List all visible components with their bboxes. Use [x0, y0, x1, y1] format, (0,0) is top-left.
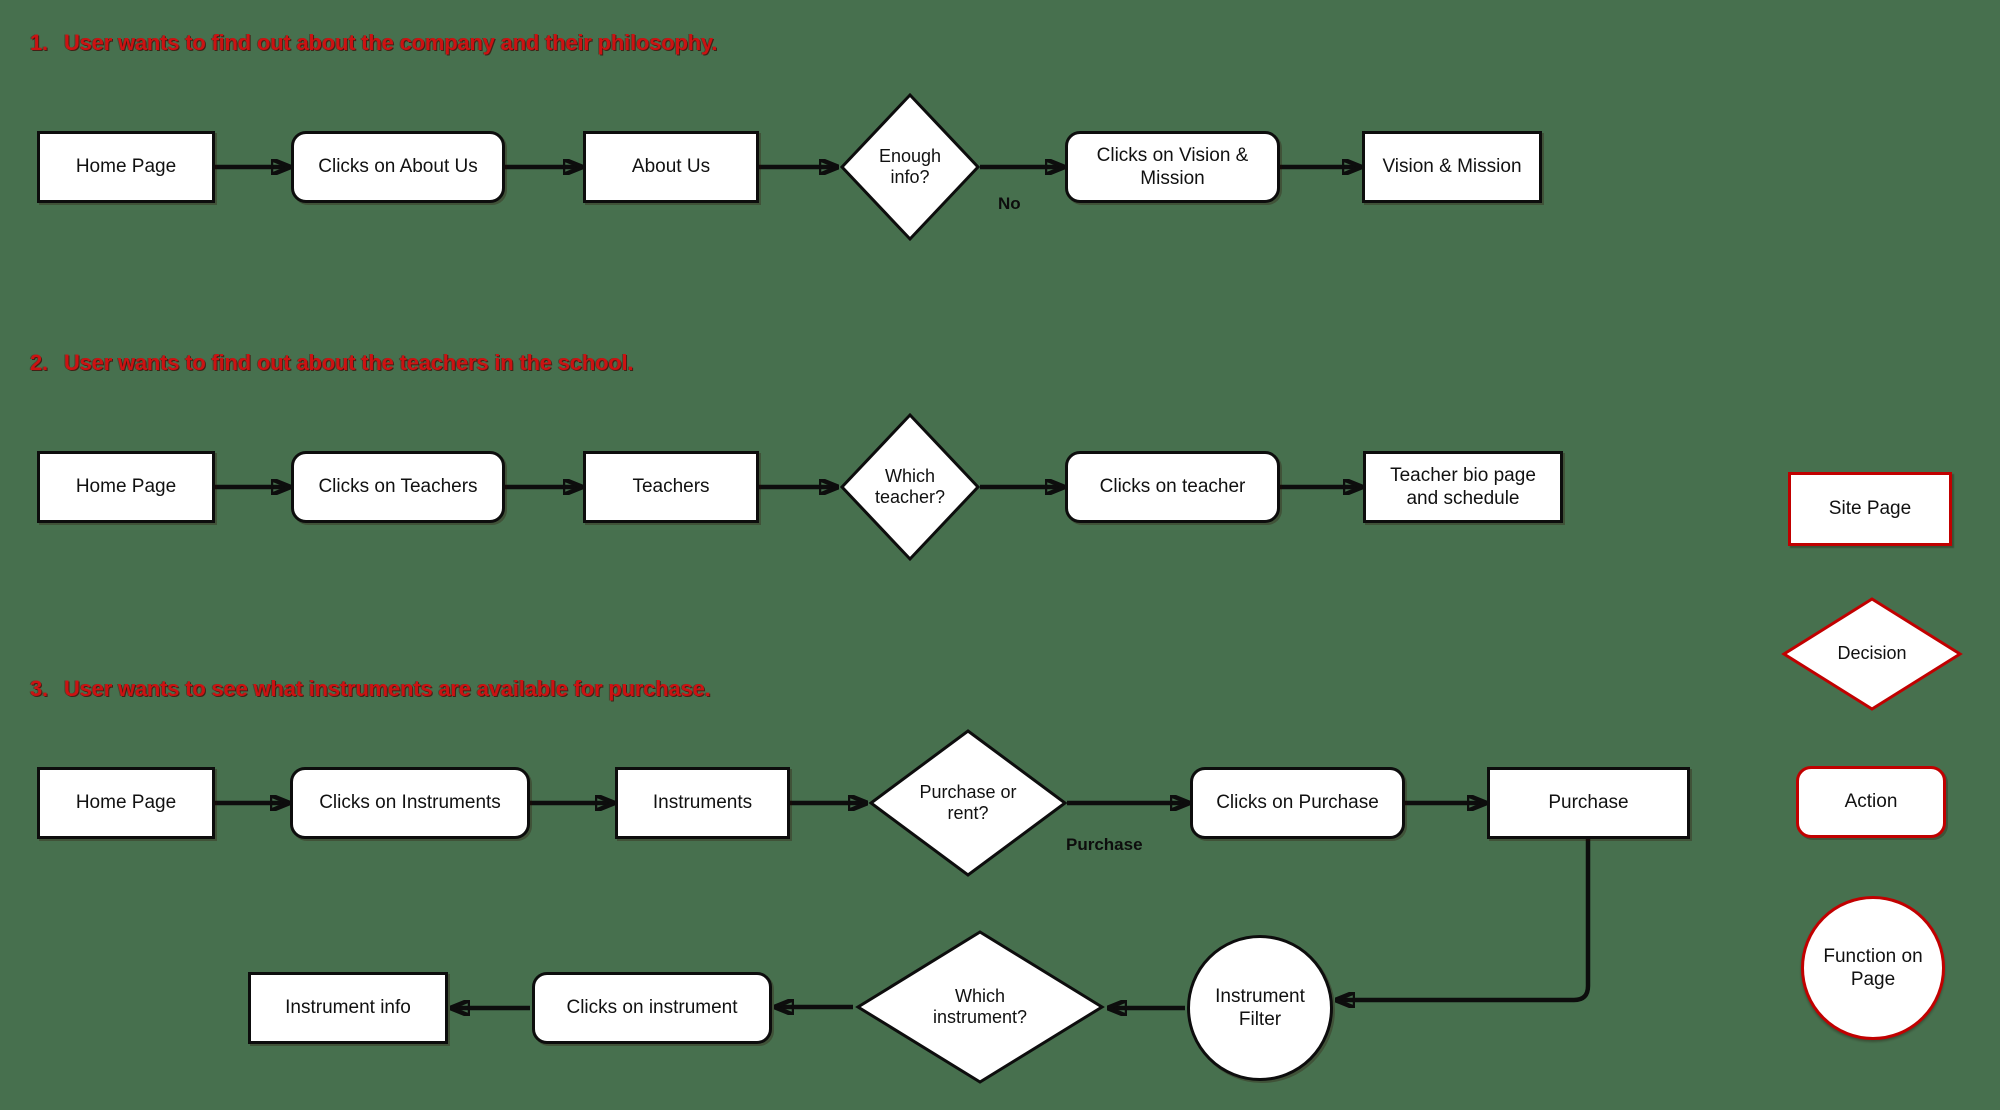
node-clicks-on-instruments: Clicks on Instruments — [290, 767, 530, 839]
node-instrument-info: Instrument info — [248, 972, 448, 1044]
legend-site-page: Site Page — [1788, 472, 1952, 546]
node-clicks-on-teachers: Clicks on Teachers — [291, 451, 505, 523]
node-clicks-on-vision-mission: Clicks on Vision & Mission — [1065, 131, 1280, 203]
node-about-us: About Us — [583, 131, 759, 203]
node-vision-mission: Vision & Mission — [1362, 131, 1542, 203]
decision-purchase-or-rent-label: Purchase or rent? — [919, 781, 1017, 823]
flow3-heading: 3. User wants to see what instruments are… — [30, 676, 711, 702]
decision-which-teacher-label: Which teacher? — [874, 465, 946, 507]
flow3-heading-number: 3. — [30, 676, 48, 701]
flow2-heading-text: User wants to find out about the teacher… — [63, 350, 634, 375]
node-teacher-bio-page: Teacher bio page and schedule — [1363, 451, 1563, 523]
node-teachers: Teachers — [583, 451, 759, 523]
diamond-shape — [868, 729, 1068, 877]
flow3-heading-text: User wants to see what instruments are a… — [63, 676, 711, 701]
node-clicks-on-purchase: Clicks on Purchase — [1190, 767, 1405, 839]
flow2-heading: 2. User wants to find out about the teach… — [30, 350, 634, 376]
flow1-heading-text: User wants to find out about the company… — [63, 30, 718, 55]
edge-label-no: No — [998, 194, 1021, 213]
decision-which-instrument: Which instrument? — [855, 929, 1105, 1085]
decision-purchase-or-rent: Purchase or rent? — [868, 728, 1068, 878]
node-clicks-on-about-us: Clicks on About Us — [291, 131, 505, 203]
decision-which-teacher: Which teacher? — [839, 412, 981, 562]
diamond-shape — [855, 930, 1105, 1084]
decision-enough-info: Enough info? — [839, 92, 981, 242]
legend-function-on-page: Function on Page — [1801, 896, 1945, 1040]
decision-which-instrument-label: Which instrument? — [932, 985, 1028, 1027]
node-home-page-2: Home Page — [37, 451, 215, 523]
node-home-page-3: Home Page — [37, 767, 215, 839]
node-clicks-on-teacher: Clicks on teacher — [1065, 451, 1280, 523]
legend-decision-label: Decision — [1837, 643, 1907, 664]
node-purchase: Purchase — [1487, 767, 1690, 839]
legend-diamond-shape — [1781, 597, 1963, 711]
diamond-shape — [839, 92, 981, 242]
legend-decision: Decision — [1781, 596, 1963, 712]
node-instruments: Instruments — [615, 767, 790, 839]
flow2-heading-number: 2. — [30, 350, 48, 375]
legend-action: Action — [1796, 766, 1946, 838]
diamond-shape — [839, 412, 981, 562]
edge-label-purchase: Purchase — [1066, 835, 1143, 854]
node-instrument-filter: Instrument Filter — [1187, 935, 1333, 1081]
node-home-page-1: Home Page — [37, 131, 215, 203]
flow1-heading: 1. User wants to find out about the compa… — [30, 30, 717, 56]
flow1-heading-number: 1. — [30, 30, 48, 55]
decision-enough-info-label: Enough info? — [878, 145, 942, 187]
node-clicks-on-instrument: Clicks on instrument — [532, 972, 772, 1044]
connector-elbow — [1337, 838, 1591, 1000]
